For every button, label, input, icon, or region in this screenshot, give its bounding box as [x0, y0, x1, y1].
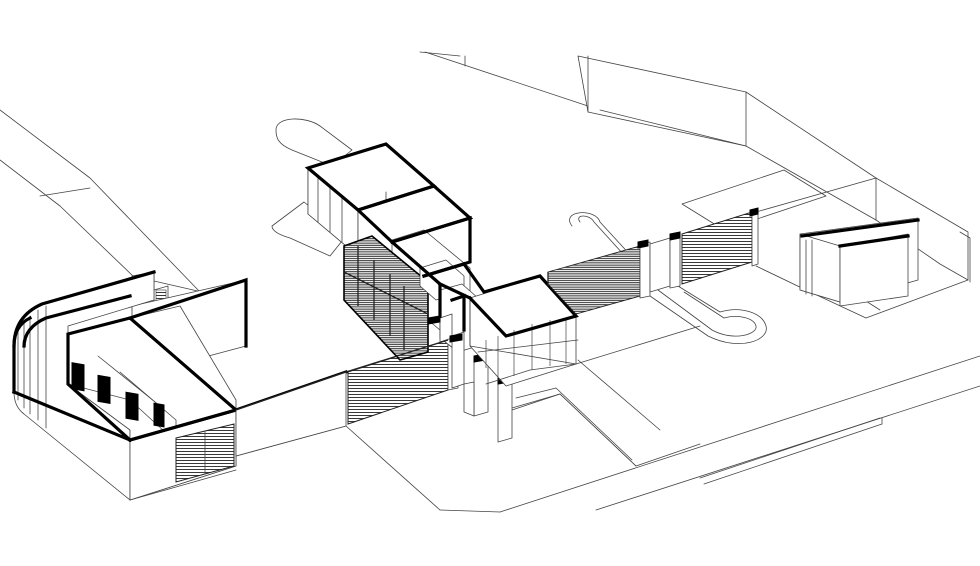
window-4	[153, 402, 165, 428]
right-gates	[547, 207, 759, 365]
site-context-lines	[0, 51, 980, 513]
right-pavilion	[799, 217, 920, 307]
window-1	[71, 362, 85, 392]
window-2	[97, 374, 111, 404]
left-wing	[11, 270, 349, 501]
central-house	[304, 142, 579, 443]
driveway-curves	[271, 118, 767, 344]
accent-outlines	[345, 272, 549, 373]
dark-louver-screen	[343, 235, 429, 361]
window-3	[125, 391, 139, 421]
right-louver-gate	[681, 211, 753, 285]
